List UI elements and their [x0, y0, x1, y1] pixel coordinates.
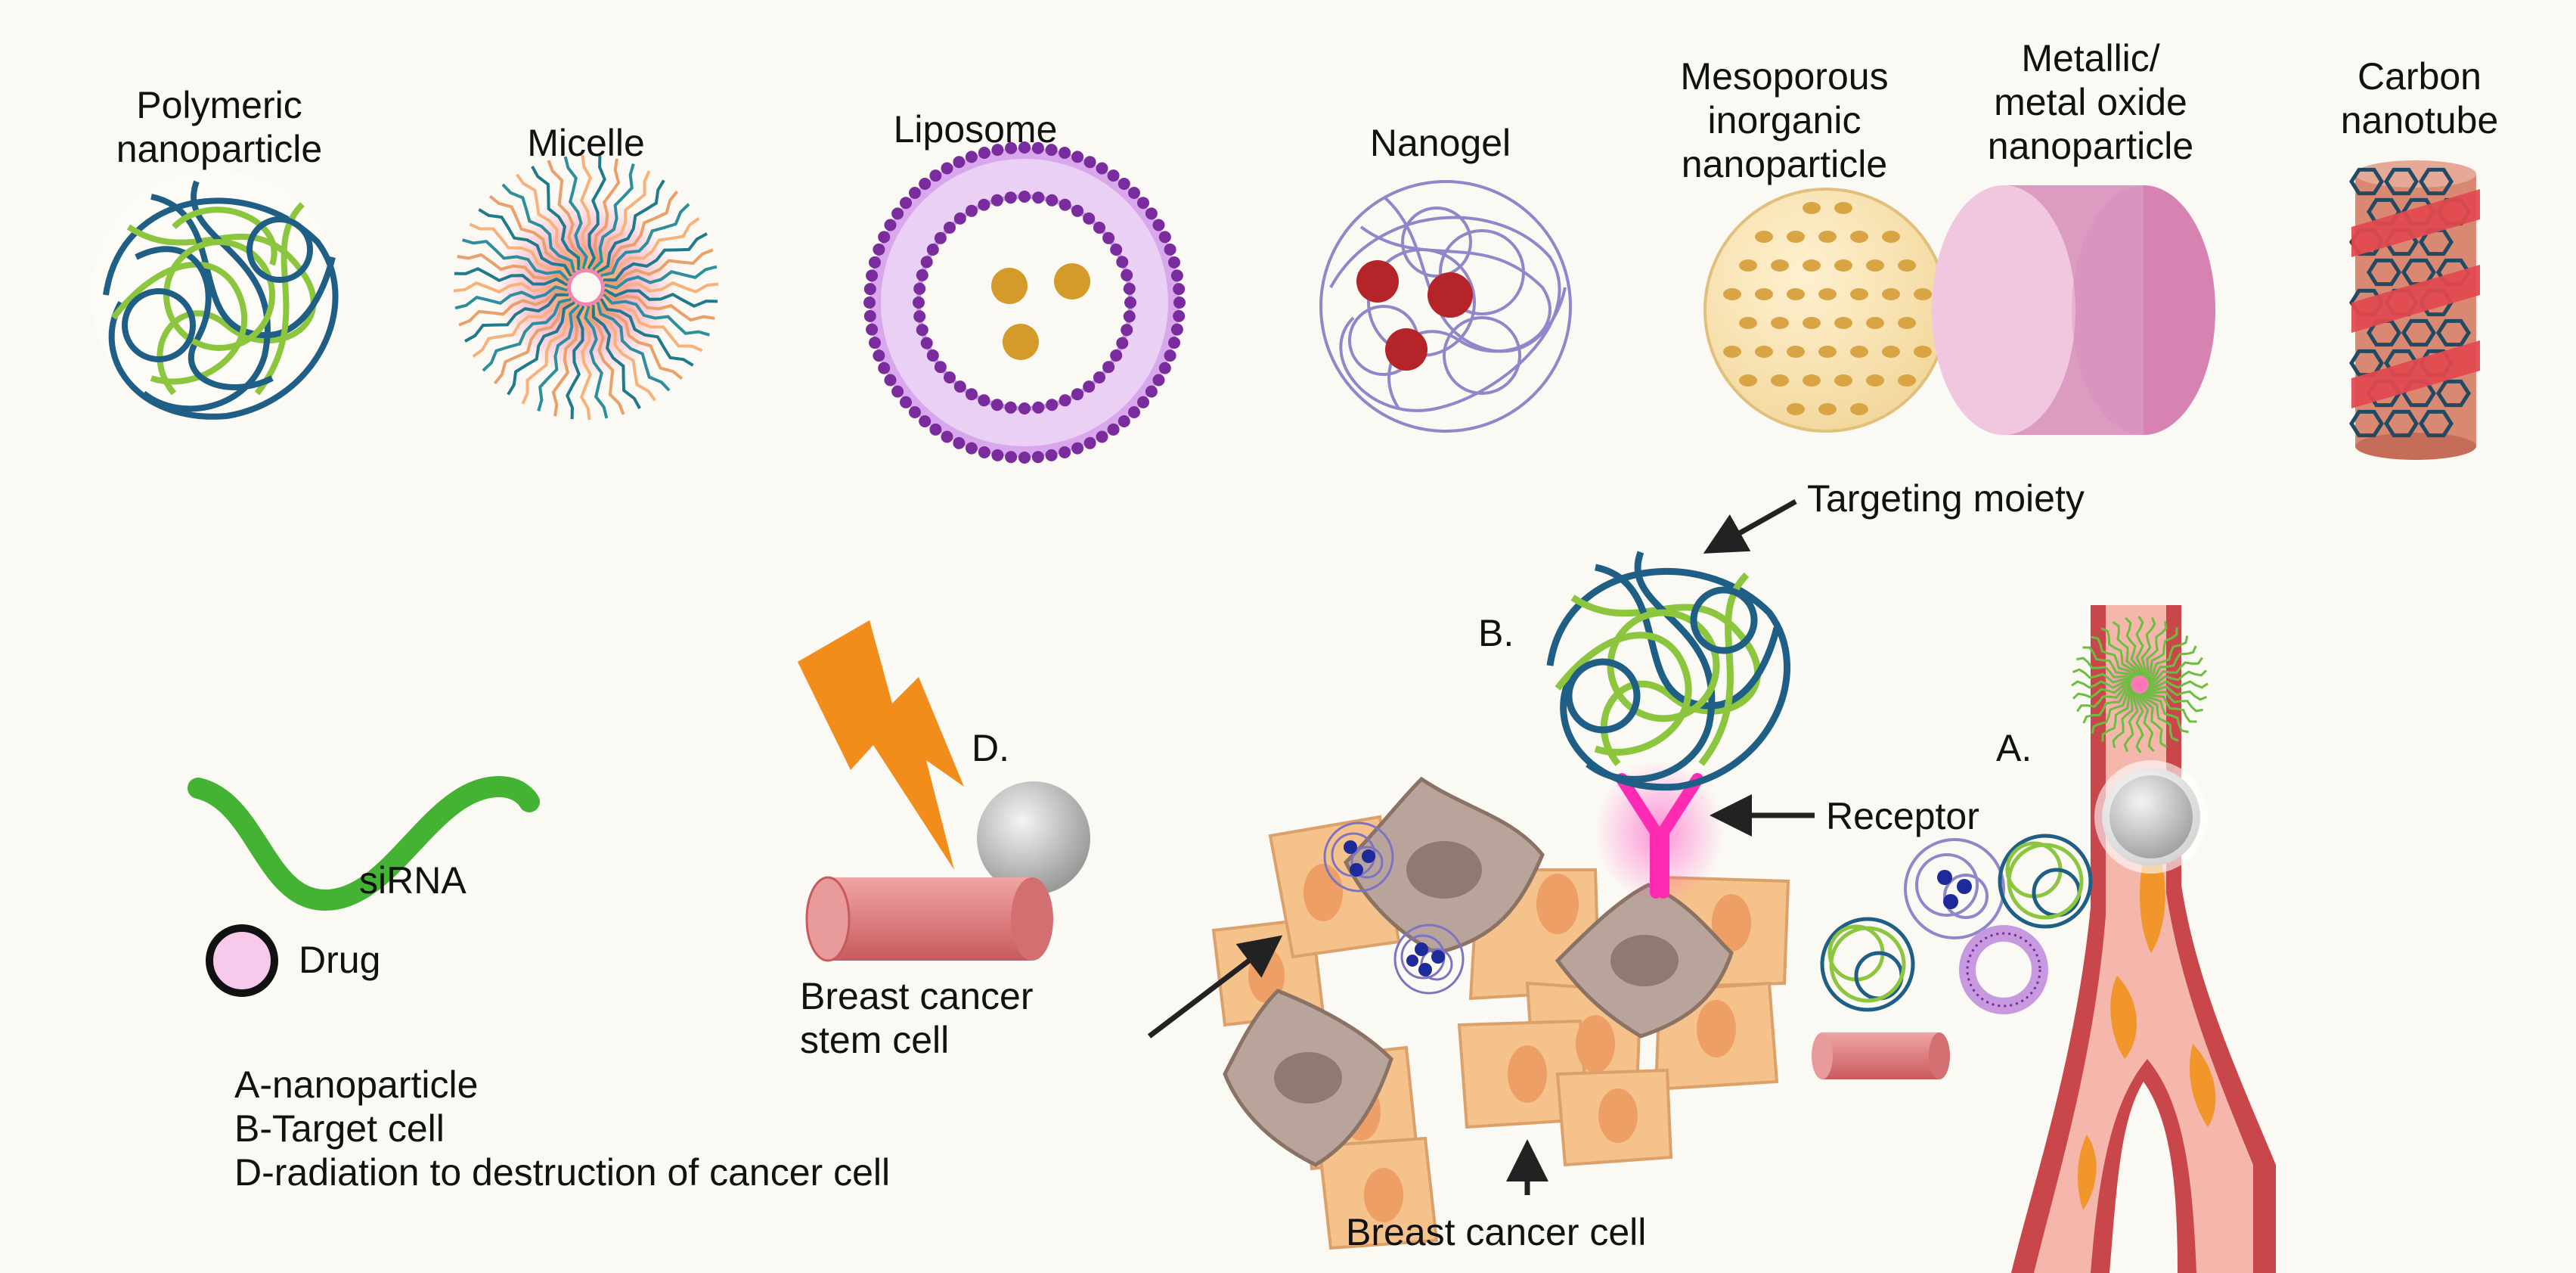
blood-vessel-icon	[2011, 605, 2276, 1273]
micelle-icon	[453, 154, 719, 421]
sirna-icon	[188, 775, 540, 911]
stem-cell-rod-icon	[805, 876, 1053, 962]
label-breast-cancer-cell: Breast cancer cell	[1346, 1211, 1647, 1253]
radiation-target-bead-icon	[977, 781, 1090, 895]
targeting-moiety-arrow	[1703, 498, 1797, 554]
vessel-micelle-icon	[2071, 616, 2209, 753]
label-liposome: Liposome	[893, 108, 1058, 151]
metallic-nanoparticle-icon	[1932, 185, 2215, 435]
legend-sirna-label: siRNA	[359, 859, 467, 902]
breast-cancer-cell-cluster	[1211, 776, 1790, 1250]
polymeric-nanoparticle-icon	[91, 170, 340, 420]
note-a: A-nanoparticle	[234, 1063, 479, 1106]
stem-cell-arrow	[1147, 935, 1283, 1039]
lightning-icon	[798, 620, 964, 870]
label-receptor: Receptor	[1826, 795, 1979, 837]
small-rod-icon	[1812, 1032, 1950, 1079]
label-d: D.	[972, 727, 1009, 769]
label-polymeric-nanoparticle: Polymeric nanoparticle	[116, 84, 323, 170]
label-b: B.	[1478, 612, 1514, 654]
annotation-arrows	[1147, 498, 1815, 1195]
label-targeting-moiety: Targeting moiety	[1807, 477, 2085, 520]
note-b: B-Target cell	[234, 1107, 445, 1150]
label-nanogel: Nanogel	[1369, 122, 1511, 164]
label-metallic: Metallic/ metal oxide nanoparticle	[1987, 37, 2194, 167]
vessel-bead-icon	[2094, 760, 2208, 874]
liposome-icon	[863, 141, 1186, 464]
mesoporous-nanoparticle-icon	[1703, 188, 1948, 433]
extravasated-particles	[1820, 834, 2093, 1014]
carbon-nanotube-icon	[2349, 160, 2480, 460]
nanogel-icon	[1319, 180, 1572, 433]
label-carbon-nanotube: Carbon nanotube	[2340, 55, 2499, 141]
label-a: A.	[1996, 727, 2032, 769]
label-stem-cell: Breast cancer stem cell	[800, 975, 1034, 1061]
drug-icon	[206, 924, 278, 997]
legend-drug-label: Drug	[299, 939, 381, 981]
receptor-icon	[1595, 760, 1724, 904]
targeting-nanoparticle-icon	[1546, 551, 1790, 791]
label-mesoporous: Mesoporous inorganic nanoparticle	[1680, 55, 1889, 185]
note-d: D-radiation to destruction of cancer cel…	[234, 1151, 891, 1194]
label-micelle: Micelle	[527, 122, 645, 164]
